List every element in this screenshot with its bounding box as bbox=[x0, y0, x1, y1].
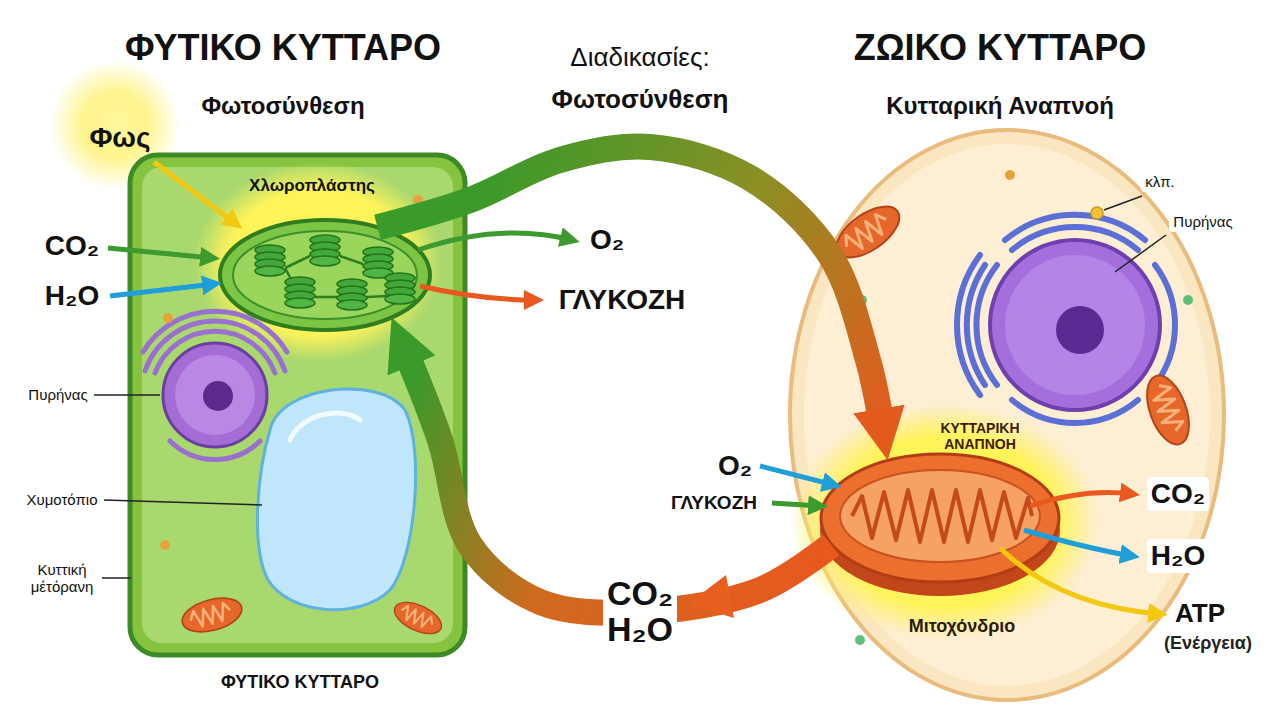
mitochondrion: ΚΥΤΤΑΡΙΚΗ ΑΝΑΠΝΟΗΜιτοχόνδριο bbox=[820, 454, 1060, 582]
leader-line bbox=[1115, 235, 1166, 272]
nucleus-inner bbox=[175, 355, 255, 435]
input-arrow bbox=[772, 503, 820, 506]
input-arrow bbox=[110, 284, 214, 296]
process-subtitle: Φωτοσύνθεση bbox=[201, 92, 364, 120]
output-label: O₂ bbox=[590, 224, 624, 256]
granum bbox=[337, 279, 367, 310]
vacuole bbox=[257, 389, 415, 610]
output-label: ΓΛΥΚΟΖΗ bbox=[559, 284, 686, 316]
part-label: Πυρήνας bbox=[28, 386, 87, 403]
input-arrow bbox=[760, 466, 834, 485]
leader-line bbox=[104, 500, 262, 505]
granum bbox=[255, 245, 285, 276]
input-label: H₂O bbox=[45, 280, 99, 312]
cell-title: ΦΥΤΙΚΟ ΚΥΤΤΑΡΟ bbox=[125, 27, 441, 68]
part-label: Χυμοτόπιο bbox=[26, 491, 97, 508]
chloroplast-body bbox=[220, 220, 430, 330]
cell-membrane bbox=[790, 130, 1224, 700]
leader-line bbox=[1104, 196, 1142, 210]
part-label: Πυρήνας bbox=[1169, 212, 1236, 231]
mitochondrion-small bbox=[1139, 370, 1197, 450]
leader-line bbox=[94, 394, 160, 396]
endoplasmic-reticulum bbox=[1005, 215, 1145, 240]
light-label: Φως bbox=[89, 122, 150, 154]
part-label: Κυττική μέτόρανη bbox=[31, 561, 94, 596]
chloroplast-stroma bbox=[233, 231, 417, 319]
chloroplast: Χλωροπλάστης bbox=[220, 220, 430, 330]
input-arrow bbox=[108, 248, 212, 258]
energy-label: (Ενέργεια) bbox=[1164, 633, 1252, 654]
vacuole-shine bbox=[290, 413, 360, 440]
output-label: CO₂ bbox=[1147, 477, 1209, 511]
input-label: CO₂ bbox=[45, 230, 99, 262]
energy-arrow bbox=[1000, 548, 1160, 614]
organelle-dot bbox=[163, 313, 173, 323]
nucleus bbox=[990, 240, 1160, 410]
process-name: Φωτοσύνθεση bbox=[552, 85, 729, 115]
input-label: ΓΛΥΚΟΖΗ bbox=[671, 492, 757, 514]
organelle-dot bbox=[1091, 207, 1103, 219]
cristae bbox=[852, 490, 1032, 542]
output-arrow bbox=[420, 286, 536, 300]
organelle-label: Μιτοχόνδριο bbox=[909, 616, 1016, 637]
organelle-dot bbox=[1005, 170, 1015, 180]
process-label: ΚΥΤΤΑΡΙΚΗ ΑΝΑΠΝΟΗ bbox=[940, 420, 1019, 452]
glow bbox=[790, 404, 1100, 640]
input-label: O₂ bbox=[718, 450, 752, 482]
cycle-arrow bbox=[378, 147, 881, 421]
output-arrow bbox=[1024, 530, 1132, 556]
output-arrow bbox=[1030, 493, 1132, 507]
nucleus-inner bbox=[1005, 255, 1145, 395]
endoplasmic-reticulum bbox=[967, 265, 985, 385]
granum bbox=[285, 277, 315, 308]
animal-cell: ΚΥΤΤΑΡΙΚΗ ΑΝΑΠΝΟΗΜιτοχόνδριοΖΩΙΚΟ ΚΥΤΤΑΡ… bbox=[790, 130, 1224, 700]
mitochondrion-small bbox=[390, 596, 446, 640]
granum bbox=[363, 247, 393, 278]
granum bbox=[310, 235, 340, 266]
leader-line bbox=[102, 577, 131, 579]
organelle-dot bbox=[855, 635, 865, 645]
mitochondrion-body bbox=[821, 454, 1059, 582]
cell-caption: ΦΥΤΙΚΟ ΚΥΤΤΑΡΟ bbox=[221, 672, 379, 693]
arrow-head bbox=[688, 575, 734, 618]
output-label: H₂O bbox=[1147, 539, 1209, 573]
organelle-label: Χλωροπλάστης bbox=[249, 176, 375, 196]
part-label: κλπ. bbox=[1141, 172, 1179, 191]
nucleolus bbox=[1056, 306, 1104, 354]
cycle-arrow bbox=[407, 354, 831, 612]
endoplasmic-reticulum bbox=[957, 255, 980, 395]
connector-group bbox=[378, 147, 881, 613]
cell-title: ΖΩΙΚΟ ΚΥΤΤΑΡΟ bbox=[854, 27, 1147, 68]
edge-label: CO₂ H₂O bbox=[603, 575, 677, 648]
nucleus bbox=[163, 343, 267, 447]
organelle-dot bbox=[160, 540, 170, 550]
light-arrow bbox=[154, 162, 236, 224]
cytoplasm bbox=[142, 167, 453, 643]
process-subtitle: Κυτταρική Αναπνοή bbox=[886, 92, 1114, 120]
mitochondrion-matrix bbox=[840, 470, 1040, 562]
nucleolus bbox=[203, 381, 233, 411]
process-heading: Διαδικασίες: bbox=[570, 43, 709, 73]
granum bbox=[385, 273, 415, 304]
organelle-dot bbox=[1183, 295, 1193, 305]
output-arrow bbox=[418, 233, 572, 250]
plant-cell: ΧλωροπλάστηςΦΥΤΙΚΟ ΚΥΤΤΑΡΟΦωτοσύνθεση bbox=[130, 155, 465, 655]
energy-label: ATP bbox=[1175, 599, 1225, 629]
mitochondrion-small bbox=[178, 592, 245, 637]
